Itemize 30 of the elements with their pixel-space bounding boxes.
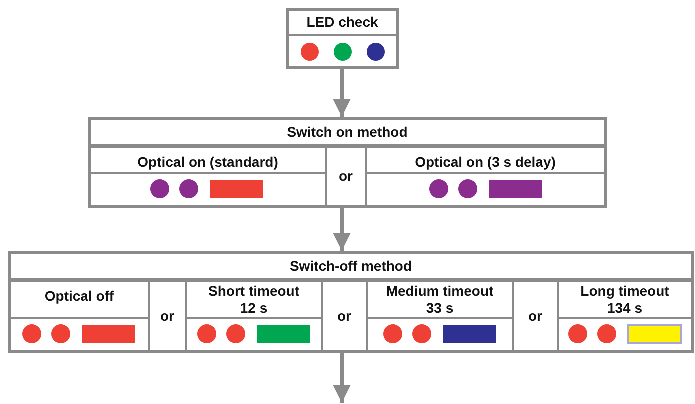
arrow: [333, 208, 351, 251]
option-cell: [557, 280, 691, 350]
alternative-cell: [148, 280, 185, 350]
timeout-value: 33 s: [426, 300, 454, 316]
option-cell: [185, 280, 321, 350]
panel-heading: Switch on method: [287, 124, 408, 140]
or-label: or: [338, 308, 352, 324]
option-title: Medium timeout: [386, 282, 494, 300]
timeout-value: 134 s: [607, 300, 643, 316]
method-panel: [88, 117, 607, 208]
alternative-cell: [325, 146, 365, 205]
option-title: Long timeout: [580, 282, 670, 300]
option-title: Short timeout: [208, 282, 300, 300]
or-label: or: [339, 168, 353, 185]
panel-heading: LED check: [306, 14, 378, 31]
method-panel: [286, 8, 399, 69]
or-label: or: [528, 308, 542, 324]
or-label: or: [160, 308, 174, 324]
alternative-cell: [321, 280, 366, 350]
option-title: Optical off: [44, 288, 114, 305]
option-title: Optical on (3 s delay): [415, 154, 556, 171]
option-title: Optical on (standard): [138, 154, 278, 171]
arrow: [333, 69, 351, 117]
timeout-value: 12 s: [240, 300, 268, 316]
option-cell: [366, 280, 512, 350]
arrow: [333, 353, 351, 403]
option-cell: [365, 146, 604, 205]
method-panel: [8, 251, 694, 353]
alternative-cell: [512, 280, 557, 350]
panel-heading: Switch-off method: [290, 258, 412, 274]
